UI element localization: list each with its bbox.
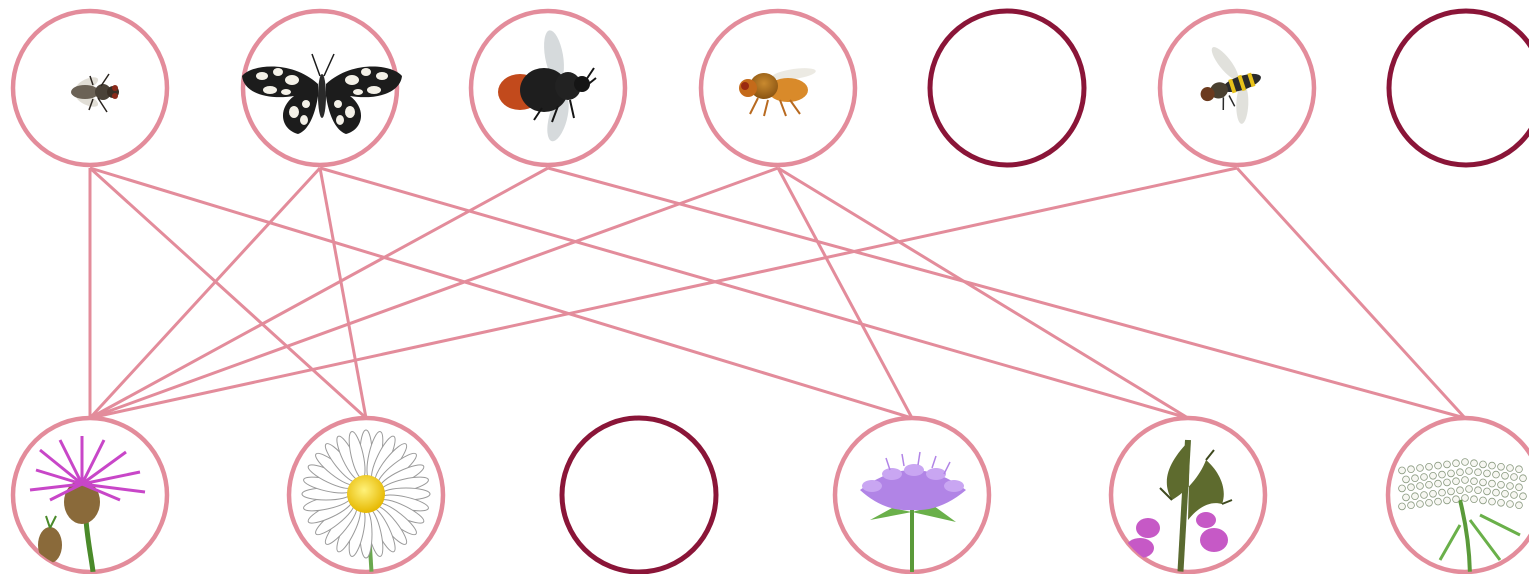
pollinator-node-marbled-white-butterfly[interactable] [242, 11, 402, 165]
plant-node-wild-thyme[interactable] [1111, 418, 1265, 574]
link-p2-f2 [320, 168, 366, 418]
link-p4-f1 [90, 168, 778, 418]
plant-node-knapweed[interactable] [13, 418, 167, 574]
plant-node-oxeye-daisy[interactable] [289, 418, 443, 574]
pollinator-node-unobserved-2[interactable] [1389, 11, 1529, 165]
link-p3-f1 [90, 168, 548, 418]
link-p1-f4 [90, 168, 912, 418]
plant-node-field-scabious[interactable] [835, 418, 989, 574]
interaction-links [90, 168, 1465, 418]
node-ring [1389, 11, 1529, 165]
plant-node-unobserved[interactable] [562, 418, 716, 572]
link-p4-f5 [778, 168, 1188, 418]
link-p6-f6 [1237, 168, 1465, 418]
pollinator-node-housefly[interactable] [13, 11, 167, 165]
link-p2-f5 [320, 168, 1188, 418]
link-p2-f1 [90, 168, 320, 418]
node-ring [930, 11, 1084, 165]
plant-node-wild-carrot[interactable] [1388, 418, 1529, 574]
node-ring [562, 418, 716, 572]
link-p3-f6 [548, 168, 1465, 418]
link-p1-f2 [90, 168, 366, 418]
pollinator-node-orange-fly[interactable] [701, 11, 855, 165]
link-p4-f4 [778, 168, 912, 418]
pollinator-node-red-tailed-bumblebee[interactable] [471, 11, 625, 165]
pollinator-node-hoverfly[interactable] [1160, 11, 1314, 165]
pollinator-node-unobserved-1[interactable] [930, 11, 1084, 165]
link-p6-f1 [90, 168, 1237, 418]
